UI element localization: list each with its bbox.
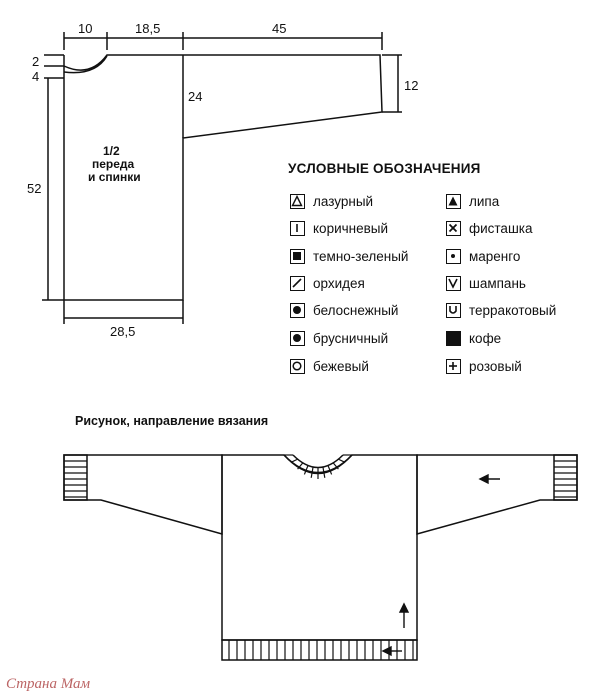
dim-neck-width: 10 [78,21,92,36]
legend-item: темно-зеленый [290,246,408,266]
dim-shoulder-width: 18,5 [135,21,160,36]
legend-item: кофе [446,328,501,348]
rib-line [303,465,309,475]
solid-block-icon [446,330,461,346]
arrow-left-icon [478,473,489,485]
legend-label: шампань [469,275,526,291]
arrow-left-small-icon [381,645,392,657]
legend-label: маренго [469,248,521,264]
legend-item: терракотовый [446,300,556,320]
legend-label: бежевый [313,358,369,374]
dim-neck-drop-front: 2 [32,54,39,69]
filled-circle-icon [290,302,305,318]
legend-label: кофе [469,330,502,346]
vertical-bar-icon [290,220,305,236]
rib-line [297,462,304,470]
legend-label: терракотовый [469,302,557,318]
rib-line [310,467,314,478]
sweater-drawing [63,454,578,661]
filled-circle-icon [290,330,305,346]
piece-label-line2: переда [92,157,135,171]
circle-outline-icon [290,358,305,374]
dim-sleeve-length: 45 [272,21,286,36]
legend-label: темно-зеленый [313,248,409,264]
dim-neck-drop-back: 4 [32,69,39,84]
legend-item: фисташка [446,218,532,238]
v-icon [446,275,461,291]
legend-label: белоснежный [313,302,399,318]
rib-line [332,462,339,470]
legend-item: бежевый [290,356,369,376]
dot-icon [446,248,461,264]
rib-line [322,467,326,478]
u-icon [446,302,461,318]
legend-item: шампань [446,273,526,293]
triangle-outline-icon [290,193,305,209]
dim-body-width: 28,5 [110,324,135,339]
legend-label: брусничный [313,330,389,346]
cross-x-icon [446,220,461,236]
legend-item: розовый [446,356,522,376]
filled-square-icon [290,248,305,264]
rib-line [327,465,333,475]
watermark: Страна Мам [6,676,91,692]
legend-item: белоснежный [290,300,398,320]
legend-item: брусничный [290,328,388,348]
arrow-up-icon [398,602,410,613]
legend-label: коричневый [313,220,389,236]
legend-item: маренго [446,246,520,266]
legend-item: орхидея [290,273,365,293]
direction-arrows [381,473,500,657]
rib-line [290,458,299,463]
legend-item: лазурный [290,191,373,211]
legend-item: липа [446,191,499,211]
legend-label: лазурный [313,193,374,209]
dim-armhole-depth: 24 [188,89,202,104]
rib-line [337,458,346,463]
figure-caption: Рисунок, направление вязания [75,414,269,428]
legend-label: липа [469,193,500,209]
legend-title: УСЛОВНЫЕ ОБОЗНАЧЕНИЯ [288,161,481,176]
legend-item: коричневый [290,218,388,238]
piece-label-line1: 1/2 [103,144,120,158]
legend-label: розовый [469,358,522,374]
piece-label-line3: и спинки [88,170,141,184]
triangle-filled-icon [446,193,461,209]
legend-label: орхидея [313,275,365,291]
plus-icon [446,358,461,374]
legend-label: фисташка [469,220,533,236]
dim-body-length: 52 [27,181,41,196]
dim-sleeve-cuff: 12 [404,78,418,93]
slash-icon [290,275,305,291]
